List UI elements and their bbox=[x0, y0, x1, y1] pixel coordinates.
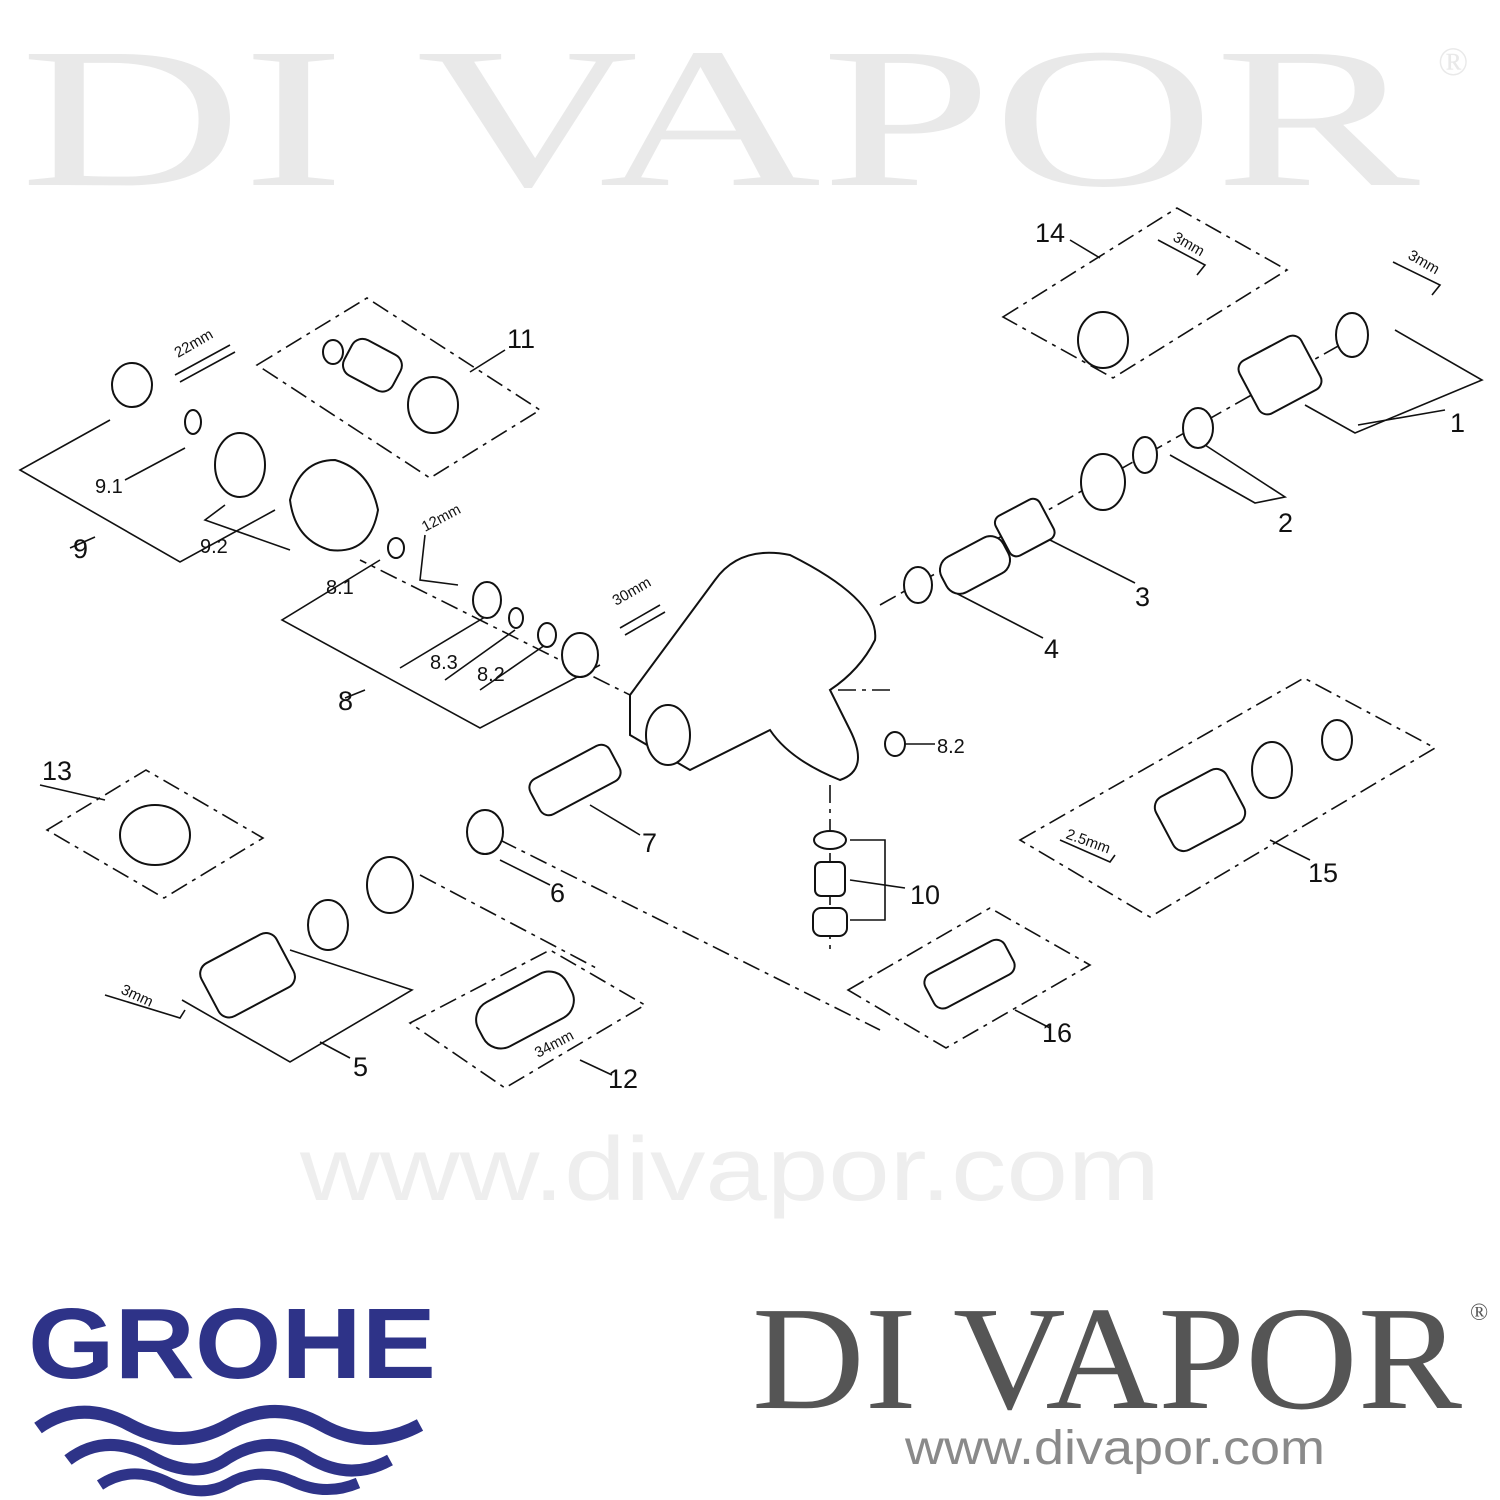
cartridge-3 bbox=[993, 497, 1056, 558]
dim-30mm: 30mm bbox=[610, 574, 655, 610]
dim-3mm-right: 3mm bbox=[1405, 247, 1442, 278]
wrench-22-icon bbox=[174, 344, 236, 383]
label-7: 7 bbox=[642, 828, 657, 858]
cartridge-7 bbox=[528, 743, 622, 817]
washer-10 bbox=[813, 830, 847, 850]
nut-5 bbox=[366, 856, 414, 914]
oring-8 bbox=[508, 607, 524, 629]
cover-9 bbox=[288, 458, 380, 552]
label-1: 1 bbox=[1450, 408, 1465, 438]
label-8-2: 8.2 bbox=[477, 664, 505, 686]
ring-2 bbox=[1132, 436, 1158, 474]
label-6: 6 bbox=[550, 878, 565, 908]
divapor-logo: DI VAPOR ® www.divapor.com bbox=[752, 1277, 1488, 1475]
ring-6 bbox=[466, 809, 504, 855]
dim-3mm-left: 3mm bbox=[118, 981, 155, 1010]
handle-1 bbox=[1237, 334, 1323, 416]
part-11a bbox=[342, 337, 403, 393]
cartridge-16 bbox=[923, 938, 1016, 1010]
watermark-url: www.divapor.com bbox=[299, 1120, 1160, 1220]
label-9: 9 bbox=[73, 534, 88, 564]
washer-9 bbox=[184, 409, 202, 435]
mixer-body bbox=[629, 551, 877, 782]
cap-15 bbox=[1321, 719, 1353, 761]
hex-key-3-top-icon bbox=[1157, 239, 1207, 276]
handle-14 bbox=[1077, 311, 1129, 369]
hex-key-3-right-icon bbox=[1392, 261, 1442, 296]
box-11 bbox=[255, 297, 542, 479]
aerator-10 bbox=[814, 861, 846, 897]
hex-key-3-left-icon bbox=[104, 994, 186, 1019]
label-2: 2 bbox=[1278, 508, 1293, 538]
part-8-2 bbox=[537, 622, 557, 648]
label-9-2: 9.2 bbox=[200, 536, 228, 558]
label-5: 5 bbox=[353, 1052, 368, 1082]
handle-15 bbox=[1153, 767, 1247, 853]
registered-mark: ® bbox=[1470, 1300, 1488, 1326]
nut-3 bbox=[1080, 453, 1126, 511]
label-14: 14 bbox=[1035, 218, 1065, 248]
label-11: 11 bbox=[507, 324, 535, 354]
wave-icon bbox=[34, 1405, 424, 1445]
mixer-outlet bbox=[645, 704, 691, 766]
ring-5 bbox=[307, 899, 349, 951]
label-4: 4 bbox=[1044, 634, 1059, 664]
part-8-3 bbox=[472, 581, 502, 619]
label-10: 10 bbox=[910, 880, 940, 910]
watermark-brand: DI VAPOR bbox=[20, 8, 1421, 229]
part-4 bbox=[938, 535, 1012, 595]
handle-13 bbox=[119, 804, 191, 866]
grohe-logo: GROHE bbox=[28, 1288, 436, 1497]
label-9-1: 9.1 bbox=[95, 476, 123, 498]
label-13: 13 bbox=[42, 756, 72, 786]
box-15 bbox=[1018, 677, 1437, 918]
filter-8-1 bbox=[387, 537, 405, 559]
callouts: 14 11 1 2 3 4 9.1 9 9.2 8.1 8.3 8.2 8 8.… bbox=[42, 218, 1465, 1094]
parts bbox=[104, 239, 1442, 1050]
part-8-2-right bbox=[884, 731, 906, 757]
part-9-2 bbox=[214, 432, 266, 498]
part-11b bbox=[407, 376, 459, 434]
grohe-logo-text: GROHE bbox=[28, 1288, 436, 1400]
cap-1 bbox=[1335, 312, 1369, 358]
hex-key-12-icon bbox=[419, 534, 459, 586]
housing-10 bbox=[812, 907, 848, 937]
box-13 bbox=[45, 769, 265, 899]
adapter-15 bbox=[1251, 741, 1293, 799]
hex-key-2-5-icon bbox=[1059, 839, 1116, 863]
label-12: 12 bbox=[608, 1064, 638, 1094]
wave-icon bbox=[64, 1439, 393, 1477]
socket-12 bbox=[475, 970, 575, 1050]
part-9-1 bbox=[111, 362, 153, 408]
dim-12mm: 12mm bbox=[419, 501, 464, 536]
box-16 bbox=[846, 907, 1092, 1049]
divapor-url: www.divapor.com bbox=[904, 1422, 1325, 1475]
label-8: 8 bbox=[338, 686, 353, 716]
label-16: 16 bbox=[1042, 1018, 1072, 1048]
watermark-registered: ® bbox=[1438, 39, 1468, 84]
part-2 bbox=[1182, 407, 1214, 449]
watermark: DI VAPOR ® www.divapor.com bbox=[20, 8, 1468, 1220]
nut-8 bbox=[561, 632, 599, 678]
label-3: 3 bbox=[1135, 582, 1150, 612]
label-8-2-right: 8.2 bbox=[937, 736, 965, 758]
ring-4 bbox=[903, 566, 933, 604]
label-8-3: 8.3 bbox=[430, 652, 458, 674]
label-15: 15 bbox=[1308, 858, 1338, 888]
handle-5 bbox=[199, 932, 296, 1019]
box-14 bbox=[1001, 207, 1289, 379]
wave-icon bbox=[96, 1468, 361, 1497]
divapor-logo-text: DI VAPOR bbox=[752, 1277, 1462, 1441]
group-boxes bbox=[45, 207, 1437, 1089]
box-12 bbox=[408, 949, 647, 1089]
label-8-1: 8.1 bbox=[326, 577, 354, 599]
washer-11 bbox=[322, 339, 344, 365]
wrench-30-icon bbox=[619, 604, 666, 636]
